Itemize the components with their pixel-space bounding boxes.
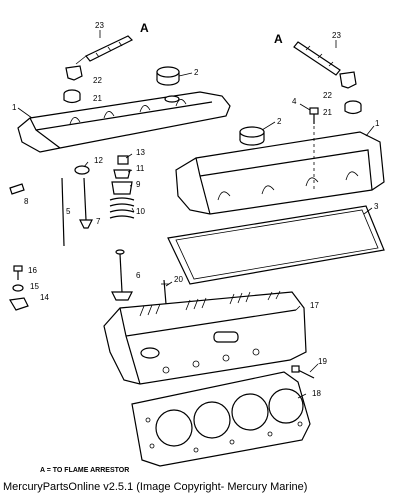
valve-cover-gasket bbox=[167, 205, 385, 285]
callout-20: 20 bbox=[174, 275, 183, 284]
callout-5: 5 bbox=[66, 207, 71, 216]
callout-22-right: 22 bbox=[323, 91, 332, 100]
callout-6: 6 bbox=[136, 271, 141, 280]
callout-9: 9 bbox=[136, 180, 141, 189]
callout-13: 13 bbox=[136, 148, 145, 157]
breather-tube-left bbox=[75, 35, 134, 65]
push-rod bbox=[61, 177, 65, 247]
breather-tube-right bbox=[293, 41, 341, 76]
callout-19: 19 bbox=[318, 357, 327, 366]
callout-21-left: 21 bbox=[93, 94, 102, 103]
valve-cover-right bbox=[175, 131, 385, 215]
callout-23-right: 23 bbox=[332, 31, 341, 40]
callout-17: 17 bbox=[310, 301, 319, 310]
intake-valve bbox=[79, 177, 93, 229]
callout-14: 14 bbox=[40, 293, 49, 302]
callout-21-right: 21 bbox=[323, 108, 332, 117]
head-bolt bbox=[291, 365, 315, 379]
callout-16: 16 bbox=[28, 266, 37, 275]
cylinder-head bbox=[103, 290, 307, 385]
valve-cover-left bbox=[17, 91, 231, 153]
callout-7: 7 bbox=[96, 217, 101, 226]
callout-3: 3 bbox=[374, 202, 379, 211]
callout-22-left: 22 bbox=[93, 76, 102, 85]
breather-elbow-right bbox=[339, 71, 362, 115]
rocker-stud bbox=[161, 279, 169, 305]
copyright-footer: MercuryPartsOnline v2.5.1 (Image Copyrig… bbox=[3, 481, 308, 493]
callout-1-right: 1 bbox=[375, 119, 380, 128]
cover-bolt bbox=[309, 107, 319, 190]
breather-elbow-left bbox=[63, 65, 83, 104]
callout-15: 15 bbox=[30, 282, 39, 291]
oil-cap-right bbox=[239, 126, 265, 146]
callout-4: 4 bbox=[292, 97, 297, 106]
oil-cap-left bbox=[156, 66, 180, 86]
temp-sender-parts bbox=[9, 265, 29, 311]
rocker-parts bbox=[9, 155, 135, 219]
callout-23-left: 23 bbox=[95, 21, 104, 30]
callout-12: 12 bbox=[94, 156, 103, 165]
exhaust-valve bbox=[111, 249, 133, 301]
callout-18: 18 bbox=[312, 389, 321, 398]
callout-2-left: 2 bbox=[194, 68, 199, 77]
callout-1-left: 1 bbox=[12, 103, 17, 112]
callout-8: 8 bbox=[24, 197, 29, 206]
label-a-right: A bbox=[274, 32, 283, 46]
head-gasket bbox=[131, 371, 311, 467]
leader-lines bbox=[17, 30, 375, 399]
label-a-left: A bbox=[140, 21, 149, 35]
legend-text: A = TO FLAME ARRESTOR bbox=[40, 467, 129, 474]
callout-2-right: 2 bbox=[277, 117, 282, 126]
callout-11: 11 bbox=[136, 164, 145, 173]
callout-10: 10 bbox=[136, 207, 145, 216]
